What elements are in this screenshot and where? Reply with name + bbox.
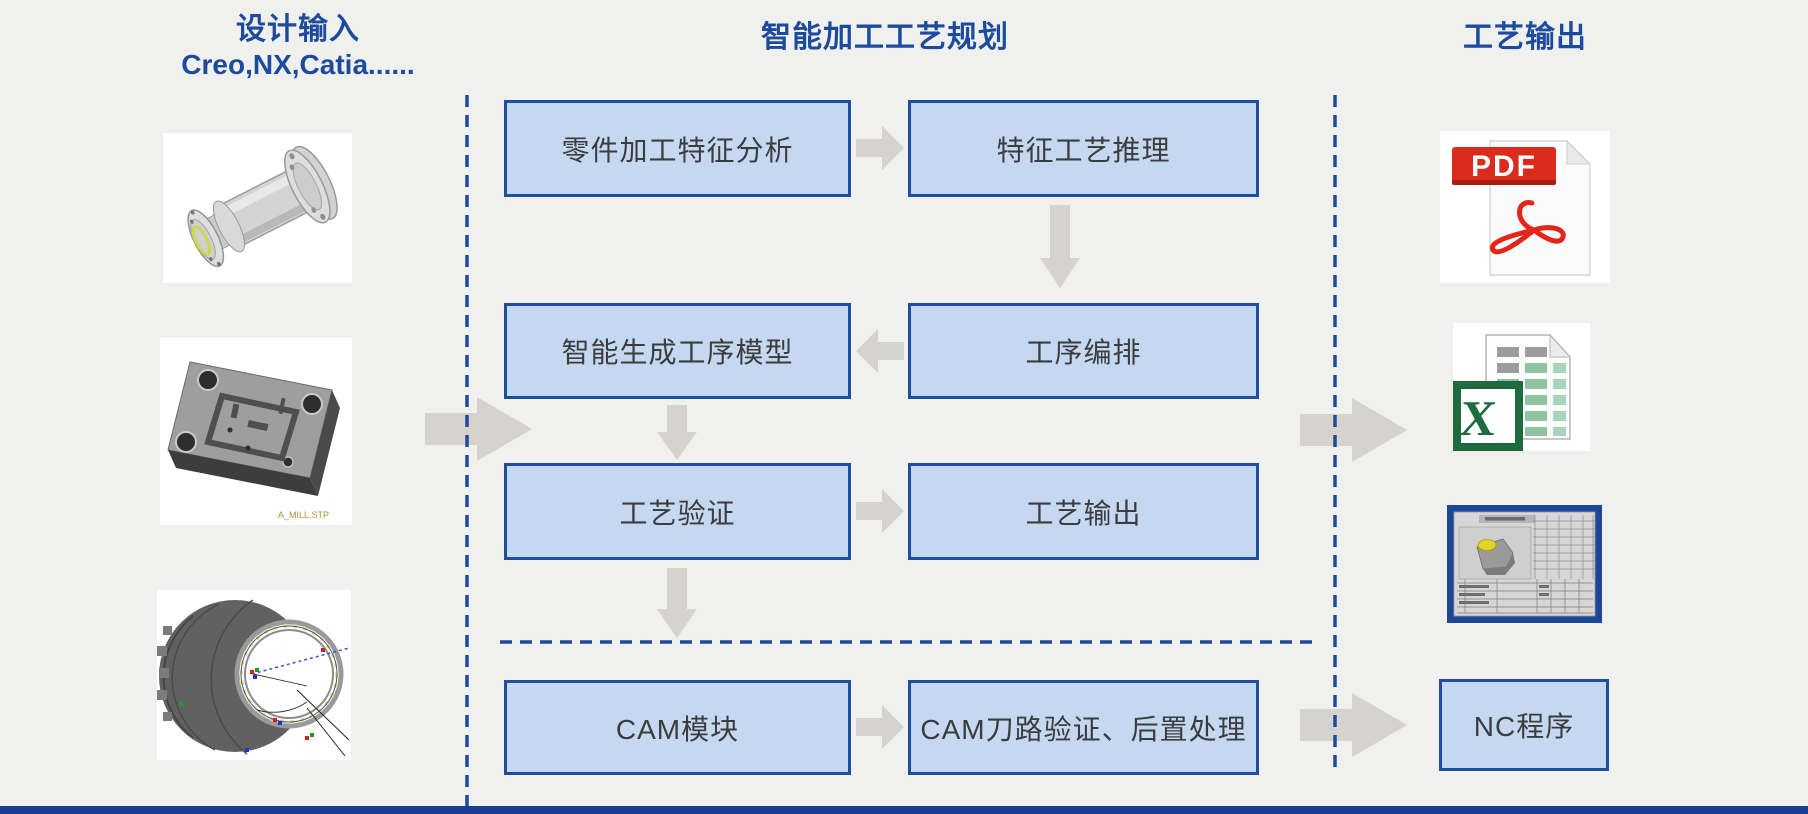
- arrow-right-icon: [856, 705, 904, 749]
- excel-x-letter: X: [1457, 390, 1499, 446]
- csys-markers: [179, 648, 325, 752]
- input-flow-arrow-icon: [425, 397, 532, 461]
- excel-output-image: X: [1453, 323, 1590, 451]
- arrow-right-icon: [856, 489, 904, 533]
- acrobat-mark: [1489, 200, 1566, 255]
- process-card-icon: [1447, 505, 1602, 623]
- flow-box-model-generation: 智能生成工序模型: [504, 303, 851, 399]
- flow-box-cam-verification: CAM刀路验证、后置处理: [908, 680, 1259, 775]
- design-input-title: 设计输入 Creo,NX,Catia......: [108, 12, 488, 82]
- engine-casing-icon: [157, 590, 351, 760]
- flow-box-cam-module: CAM模块: [504, 680, 851, 775]
- engine-casing-model-image: [157, 590, 351, 760]
- nc-output-arrow-icon: [1300, 693, 1407, 757]
- arrow-right-icon: [856, 126, 904, 170]
- mold-plate-icon: A_MILL.STP: [160, 338, 352, 525]
- process-output-title: 工艺输出: [1463, 21, 1587, 54]
- flow-box-process-verification: 工艺验证: [504, 463, 851, 560]
- pdf-output-image: PDF: [1440, 131, 1610, 283]
- arrow-left-icon: [856, 329, 904, 373]
- flow-box-process-output: 工艺输出: [908, 463, 1259, 560]
- flow-box-process-sequencing: 工序编排: [908, 303, 1259, 399]
- process-card-image: [1447, 505, 1602, 623]
- output-flow-arrow-icon: [1300, 398, 1407, 462]
- excel-file-icon: X: [1453, 323, 1590, 451]
- flow-box-feature-analysis: 零件加工特征分析: [504, 100, 851, 197]
- mold-caption-text: A_MILL.STP: [278, 510, 329, 520]
- flow-box-nc-program: NC程序: [1439, 679, 1609, 771]
- planning-title: 智能加工工艺规划: [761, 21, 1009, 54]
- design-input-title-line1: 设计输入: [236, 13, 360, 46]
- flow-box-feature-reasoning: 特征工艺推理: [908, 100, 1259, 197]
- arrow-down-icon: [657, 405, 697, 460]
- flanged-shaft-icon: [163, 133, 352, 283]
- mold-plate-model-image: A_MILL.STP: [160, 338, 352, 525]
- arrow-down-icon: [1040, 205, 1080, 288]
- design-input-subtitle: Creo,NX,Catia......: [181, 49, 415, 80]
- flanged-shaft-model-image: [163, 133, 352, 283]
- pdf-badge-text: PDF: [1471, 150, 1537, 183]
- pdf-file-icon: PDF: [1440, 131, 1610, 283]
- bottom-accent-bar: [0, 806, 1808, 814]
- arrow-down-icon: [657, 568, 697, 638]
